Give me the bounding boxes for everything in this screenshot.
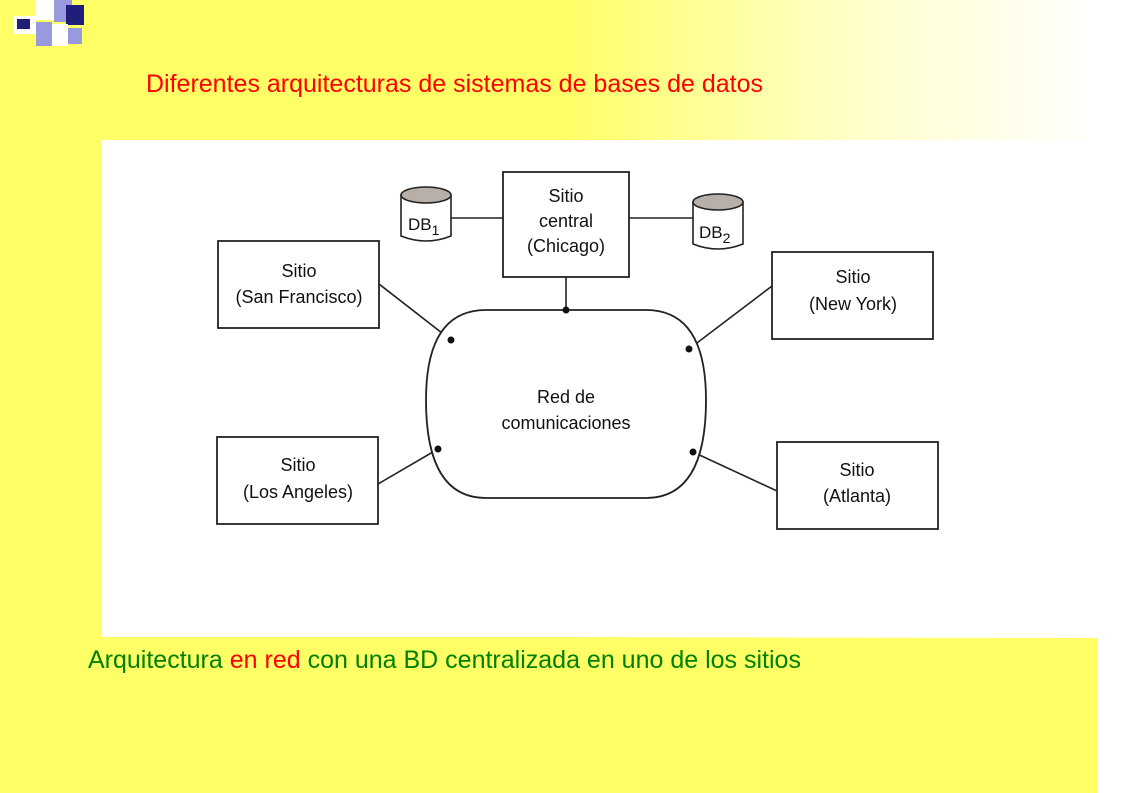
site-atl-line2: (Atlanta) (823, 486, 891, 506)
svg-text:DB2: DB2 (699, 223, 731, 246)
caption-highlight: en red (229, 646, 301, 674)
site-sf-line1: Sitio (281, 261, 316, 281)
site-chicago-line1: Sitio (548, 186, 583, 206)
junction-la (434, 445, 442, 453)
site-box-atlanta (776, 441, 939, 530)
site-sf-line2: (San Francisco) (235, 287, 362, 307)
caption-part-3: con una BD centralizada en uno de los si… (300, 646, 801, 674)
link-ny-network (688, 285, 773, 350)
database-icon-db2: DB2 (692, 193, 744, 250)
site-box-chicago (502, 171, 630, 278)
network-diagram-svg: Red de comunicaciones Sitio central (Chi… (216, 171, 939, 530)
site-la-line2: (Los Angeles) (243, 482, 353, 502)
link-la-network (377, 448, 439, 485)
link-sf-network (378, 283, 452, 341)
caption-part-1: Arquitectura (88, 646, 230, 674)
db1-label: DB (408, 215, 432, 234)
junction-sf (447, 336, 455, 344)
site-ny-line1: Sitio (835, 267, 870, 287)
slide-caption: Arquitectura en red con una BD centraliz… (88, 646, 801, 675)
site-ny-line2: (New York) (809, 294, 897, 314)
svg-text:DB1: DB1 (408, 215, 440, 238)
site-box-new-york (771, 251, 934, 340)
junction-atl (689, 448, 697, 456)
site-chicago-line2: central (539, 211, 593, 231)
slide-logo-squares (0, 0, 90, 50)
site-chicago-line3: (Chicago) (527, 236, 605, 256)
network-label-line1: Red de (537, 387, 595, 407)
network-shape (425, 309, 707, 499)
junction-ny (685, 345, 693, 353)
db2-subscript: 2 (723, 230, 731, 246)
junction-dots (434, 306, 697, 456)
slide-bottom-band (0, 638, 1098, 793)
network-label-line2: comunicaciones (501, 413, 630, 433)
connection-lines (377, 217, 778, 492)
site-atl-line1: Sitio (839, 460, 874, 480)
architecture-diagram: Red de comunicaciones Sitio central (Chi… (101, 140, 1098, 637)
junction-central (562, 306, 570, 314)
slide-title: Diferentes arquitecturas de sistemas de … (146, 70, 764, 98)
link-atl-network (692, 451, 778, 492)
site-box-los-angeles (216, 436, 379, 525)
site-box-san-francisco (217, 240, 380, 329)
database-icon-db1: DB1 (400, 186, 452, 242)
site-la-line1: Sitio (280, 455, 315, 475)
db1-subscript: 1 (432, 222, 440, 238)
db2-label: DB (699, 223, 723, 242)
